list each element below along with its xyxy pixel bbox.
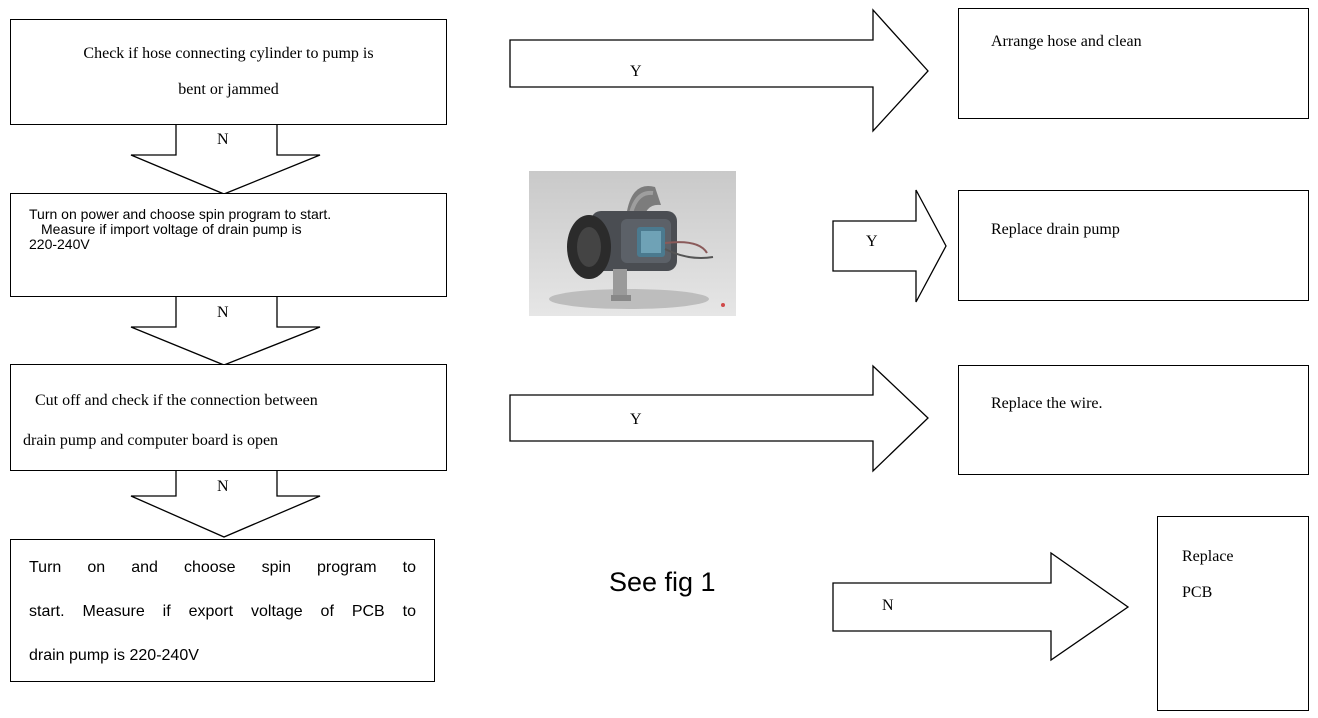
step-box-connection-check: Cut off and check if the connection betw… (10, 364, 447, 471)
result-box-arrange-hose: Arrange hose and clean (958, 8, 1309, 119)
step-text-line: Check if hose connecting cylinder to pum… (83, 45, 374, 62)
label-n-3: N (217, 478, 229, 495)
drain-pump-icon (529, 171, 736, 316)
step-box-import-voltage: Turn on power and choose spin program to… (10, 193, 447, 297)
step-text-line: Turn on power and choose spin program to… (29, 206, 332, 222)
see-fig-note: See fig 1 (609, 567, 716, 597)
label-y-1: Y (630, 63, 642, 80)
step-text-line: 220-240V (29, 236, 90, 252)
down-arrow-2 (130, 295, 321, 366)
result-text: Replace drain pump (991, 221, 1120, 238)
down-arrow-1 (130, 123, 321, 195)
step-box-hose-check: Check if hose connecting cylinder to pum… (10, 19, 447, 125)
step-box-export-voltage: Turn on and choose spin program to start… (10, 539, 435, 682)
result-box-replace-drain-pump: Replace drain pump (958, 190, 1309, 301)
step-text-line: drain pump and computer board is open (23, 432, 279, 449)
result-text: Arrange hose and clean (991, 33, 1142, 50)
step-text-line: start. Measure if export voltage of PCB … (29, 603, 416, 620)
result-text-line: PCB (1182, 584, 1213, 601)
label-n-1: N (217, 131, 229, 148)
label-y-2: Y (866, 233, 878, 250)
right-arrow-2 (832, 189, 947, 303)
label-n-4: N (882, 597, 894, 614)
result-box-replace-pcb: Replace PCB (1157, 516, 1309, 711)
result-box-replace-wire: Replace the wire. (958, 365, 1309, 475)
label-n-2: N (217, 304, 229, 321)
result-text-line: Replace (1182, 548, 1234, 565)
drain-pump-photo (529, 171, 736, 316)
step-text-line: Measure if import voltage of drain pump … (41, 221, 302, 237)
step-text-line: Turn on and choose spin program to (29, 559, 416, 576)
result-text: Replace the wire. (991, 395, 1103, 412)
right-arrow-1 (509, 8, 929, 133)
right-arrow-4 (832, 551, 1130, 662)
step-text-line: bent or jammed (178, 81, 279, 98)
right-arrow-3 (509, 364, 929, 473)
step-text-line: drain pump is 220-240V (29, 647, 199, 664)
label-y-3: Y (630, 411, 642, 428)
down-arrow-3 (130, 469, 321, 538)
step-text-line: Cut off and check if the connection betw… (35, 392, 318, 409)
